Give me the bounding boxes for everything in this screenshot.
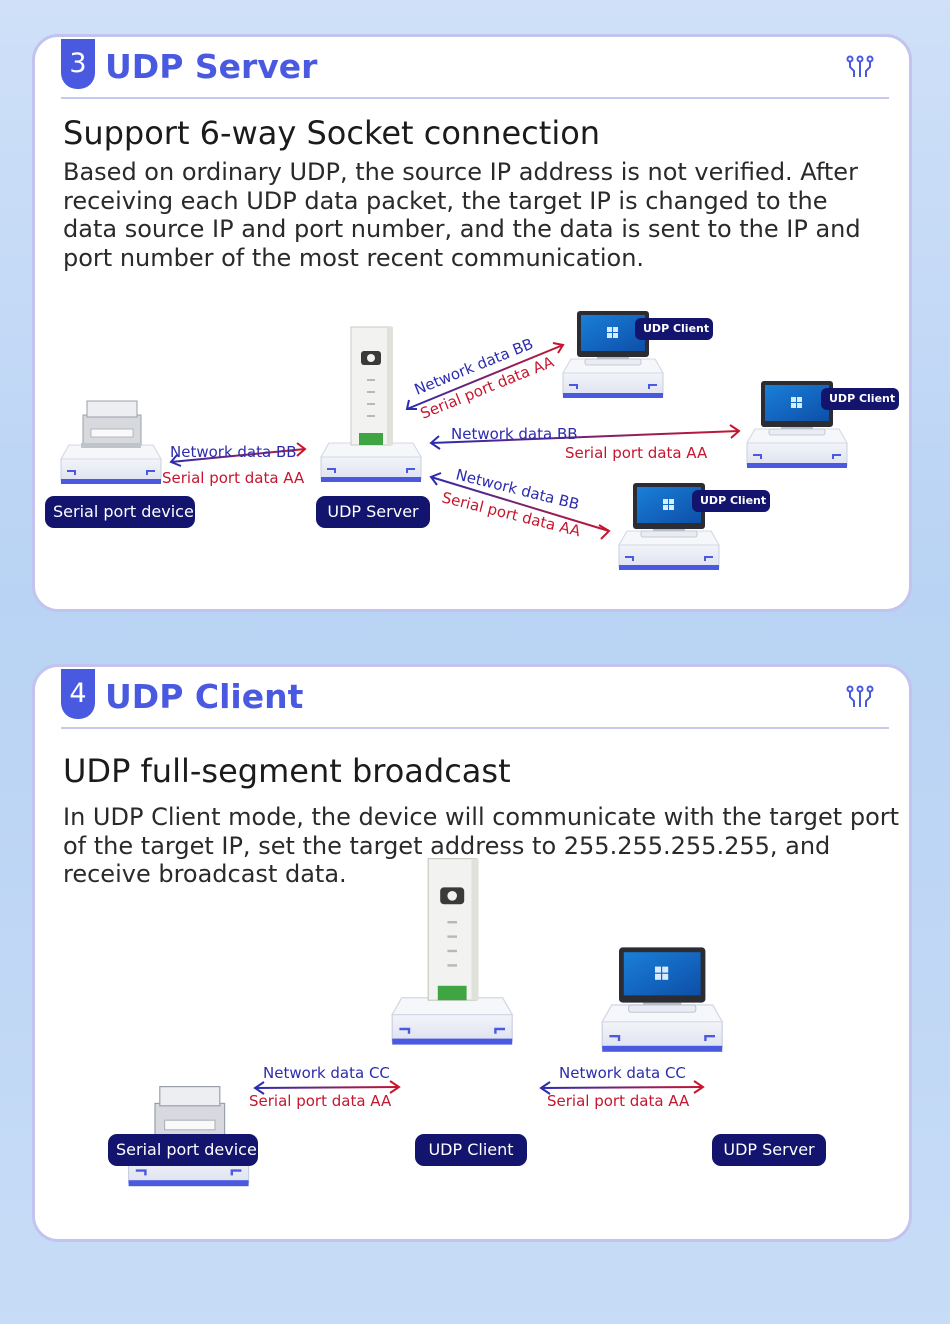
udp-server-label: UDP Server — [316, 496, 430, 528]
udp-server-device-image — [321, 327, 421, 482]
udp-client-3-label: UDP Client — [692, 490, 770, 512]
udp-client-card: 4 UDP Client UDP full-segment broadcast … — [32, 664, 912, 1242]
device-client-link: Network data CC Serial port data AA — [249, 1064, 401, 1110]
server-client1-link: Network data BB Serial port data AA — [405, 335, 565, 423]
right-network-label: Network data CC — [559, 1064, 686, 1082]
device-serial-label: Serial port data AA — [162, 469, 305, 487]
udp-server-label: UDP Server — [712, 1134, 826, 1166]
serial-port-device-image — [61, 401, 161, 484]
section-heading: UDP Server — [105, 47, 318, 86]
udp-client-1-label: UDP Client — [635, 318, 713, 340]
client-server-link: Network data CC Serial port data AA — [539, 1064, 705, 1110]
server-client3-link: Network data BB Serial port data AA — [429, 465, 611, 540]
section-description: In UDP Client mode, the device will comm… — [63, 803, 900, 888]
device-server-link: Network data BB Serial port data AA — [162, 442, 307, 487]
server-client2-link: Network data BB Serial port data AA — [429, 424, 741, 462]
section-heading: UDP Client — [105, 677, 304, 716]
heading-divider — [61, 97, 889, 99]
circuit-icon — [846, 55, 874, 77]
udp-client-label: UDP Client — [415, 1134, 527, 1166]
udp-client-device-image — [392, 859, 512, 1045]
section-description: Based on ordinary UDP, the source IP add… — [63, 158, 861, 272]
right-serial-label: Serial port data AA — [547, 1092, 690, 1110]
left-network-label: Network data CC — [263, 1064, 390, 1082]
section-subtitle: Support 6-way Socket connection — [63, 114, 601, 152]
udp-server-card: 3 UDP Server Support 6-way Socket connec… — [32, 34, 912, 612]
udp-server-computer-image — [602, 947, 722, 1051]
serial-port-device-label: Serial port device — [108, 1134, 258, 1166]
udp-client-diagram: Network data CC Serial port data AA Netw… — [35, 667, 909, 1239]
client2-serial-label: Serial port data AA — [565, 444, 708, 462]
udp-client-2-label: UDP Client — [821, 388, 899, 410]
section-number-badge: 4 — [61, 669, 95, 719]
serial-port-device-label: Serial port device — [45, 496, 195, 528]
section-number-badge: 3 — [61, 39, 95, 89]
device-network-label: Network data BB — [170, 443, 297, 461]
left-serial-label: Serial port data AA — [249, 1092, 392, 1110]
client2-network-label: Network data BB — [451, 425, 578, 443]
circuit-icon — [846, 685, 874, 707]
udp-server-diagram: Network data BB Serial port data AA Netw… — [35, 37, 909, 609]
heading-divider — [61, 727, 889, 729]
section-subtitle: UDP full-segment broadcast — [63, 752, 511, 790]
